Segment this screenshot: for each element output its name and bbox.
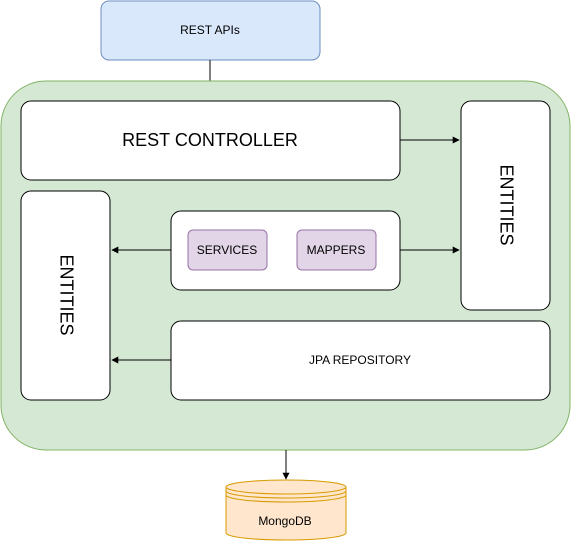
services-label: SERVICES [197,243,257,257]
entities-left-label: ENTITIES [56,254,76,335]
mappers-label: MAPPERS [307,243,366,257]
rest-controller-node: REST CONTROLLER [20,100,401,181]
mongodb-node: MongoDB [225,479,347,541]
services-node: SERVICES [187,229,268,271]
mongodb-label: MongoDB [258,514,311,528]
mappers-node: MAPPERS [296,229,377,271]
entities-left-node: ENTITIES [20,190,111,401]
rest-apis-label: REST APIs [180,23,240,37]
jpa-repository-label: JPA REPOSITORY [309,353,411,367]
rest-apis-node: REST APIs [100,0,321,61]
rest-controller-label: REST CONTROLLER [122,130,298,150]
jpa-repository-node: JPA REPOSITORY [170,320,551,401]
entities-right-label: ENTITIES [496,164,516,245]
entities-right-node: ENTITIES [460,100,551,311]
